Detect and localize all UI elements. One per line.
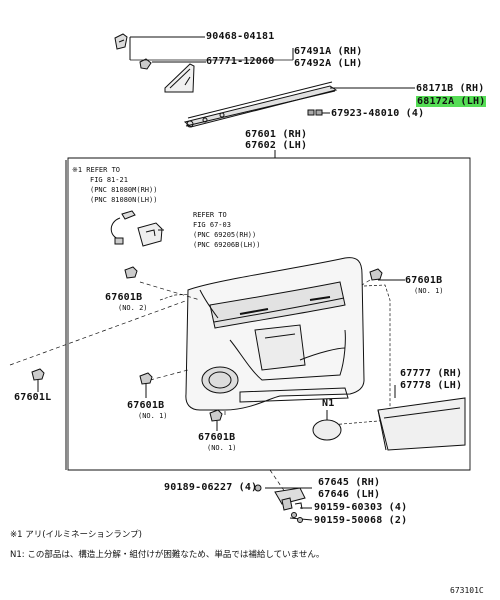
ref1-line1: ※1 REFER TO: [72, 166, 121, 174]
part-67771: 67771-12060: [206, 56, 275, 67]
part-67923: 67923-48010 (4): [331, 108, 425, 119]
clip-90468-drawing: [114, 33, 128, 50]
ref2-line1: REFER TO: [193, 211, 227, 219]
ref2-line3: (PNC 69205(RH)): [193, 231, 257, 239]
lamp-wire-drawing: [110, 210, 164, 247]
part-67491a: 67491A (RH): [294, 46, 363, 57]
part-67492a: 67492A (LH): [294, 58, 363, 69]
pocket-panel-drawing: [377, 397, 466, 451]
n1-part-drawing: [312, 410, 342, 441]
part-68171b: 68171B (RH): [416, 83, 485, 94]
part-67601b-right: 67601B: [405, 275, 443, 286]
part-67777: 67777 (RH): [400, 368, 463, 379]
clip-67601b-drawings: [31, 266, 383, 422]
part-68172a: 68172A (LH): [416, 96, 487, 107]
ref1-line4: (PNC 81080N(LH)): [90, 196, 158, 204]
belt-moulding-drawing: [183, 81, 338, 128]
door-trim-panel: [159, 257, 391, 426]
part-67601b-left-no: (NO. 2): [118, 304, 148, 312]
screw-drawings: [254, 484, 303, 523]
note-illumination: ※1 アリ(イルミネーションランプ): [10, 530, 142, 540]
part-n1-label: N1: [322, 398, 335, 409]
ref1-line3: (PNC 81080M(RH)): [90, 186, 158, 194]
part-67778: 67778 (LH): [400, 380, 463, 391]
part-67601l: 67601L: [14, 392, 52, 403]
switch-base-drawing: [274, 487, 306, 511]
clip-67771-drawing: [139, 58, 152, 70]
part-90159-60303: 90159-60303 (4): [314, 502, 408, 513]
part-67601b-mid-no: (NO. 1): [138, 412, 168, 420]
door-trim-frame: [65, 157, 471, 471]
ref2-line2: FIG 67-03: [193, 221, 231, 229]
part-90159-50068: 90159-50068 (2): [314, 515, 408, 526]
ref2-line4: (PNC 69206B(LH)): [193, 241, 261, 249]
part-67601b-bot-no: (NO. 1): [207, 444, 237, 452]
ref1-line2: FIG 81-21: [90, 176, 128, 184]
part-67601-rh: 67601 (RH): [245, 129, 308, 140]
note-n1: N1: この部品は、構造上分解・組付けが困難なため、単品では補給していません。: [10, 550, 325, 560]
clip-67923-drawing: [307, 109, 323, 116]
figure-id: 673101C: [450, 586, 484, 595]
part-67646: 67646 (LH): [318, 489, 381, 500]
part-67601b-mid: 67601B: [127, 400, 165, 411]
part-90189: 90189-06227 (4): [164, 482, 258, 493]
part-67601b-right-no: (NO. 1): [414, 287, 444, 295]
part-67601b-bot: 67601B: [198, 432, 236, 443]
mirror-cover-drawing: [164, 63, 195, 93]
part-67602-lh: 67602 (LH): [245, 140, 308, 151]
part-67645: 67645 (RH): [318, 477, 381, 488]
part-67601b-left: 67601B: [105, 292, 143, 303]
part-90468: 90468-04181: [206, 31, 275, 42]
